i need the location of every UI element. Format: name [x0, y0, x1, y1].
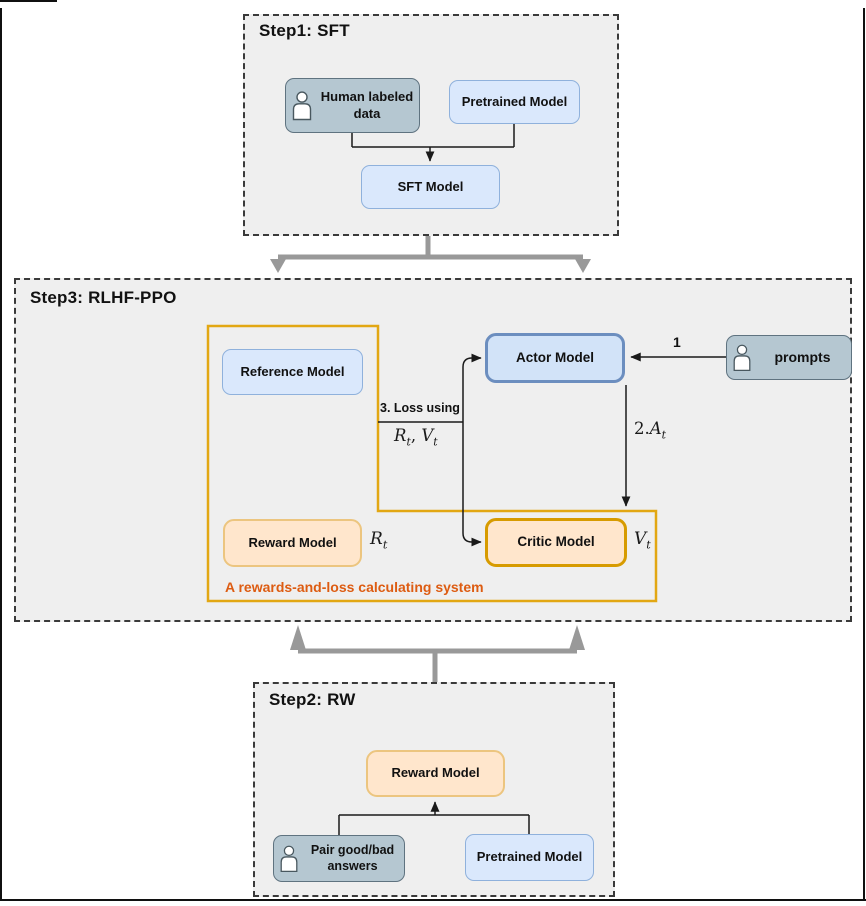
step2-to-step3-arrowhead-left	[290, 625, 306, 650]
node-pretrained-model-step1: Pretrained Model	[449, 80, 580, 124]
node-human-labeled-data: Human labeled data	[285, 78, 420, 133]
frame-top-left-tick	[0, 0, 57, 2]
rt-label: Rt	[370, 529, 388, 552]
step2-title: Step2: RW	[269, 690, 356, 709]
node-label: Human labeled data	[320, 89, 414, 121]
step1-to-step3-arrows	[278, 236, 583, 260]
node-label: Pretrained Model	[476, 849, 583, 865]
node-sft-model: SFT Model	[361, 165, 500, 209]
node-label: Pair good/bad answers	[310, 842, 395, 873]
node-label: prompts	[774, 348, 831, 365]
node-label: Critic Model	[517, 534, 595, 550]
node-critic-model: Critic Model	[485, 518, 627, 567]
step2-to-step3-arrowhead-right	[569, 625, 585, 650]
person-icon	[731, 343, 753, 372]
node-prompts: prompts	[726, 335, 852, 380]
loss-using-label: 3. Loss using	[380, 401, 460, 415]
step3-panel	[14, 278, 852, 622]
rt-vt-label: Rt, Vt	[394, 426, 438, 449]
node-reference-model: Reference Model	[222, 349, 363, 395]
node-pretrained-model-step2: Pretrained Model	[465, 834, 594, 881]
node-actor-model: Actor Model	[485, 333, 625, 383]
frame-right-border	[863, 8, 865, 901]
node-reward-model-step2: Reward Model	[366, 750, 505, 797]
node-label: Pretrained Model	[461, 93, 568, 109]
node-label: Reference Model	[240, 363, 345, 379]
frame-left-border	[0, 8, 2, 901]
node-label: Reward Model	[248, 534, 337, 550]
node-label: SFT Model	[397, 178, 464, 194]
advantage-label: 2.At	[634, 419, 667, 442]
frame-bottom-border	[0, 899, 866, 901]
vt-label: Vt	[634, 529, 651, 552]
node-pair-answers: Pair good/bad answers	[273, 835, 405, 882]
step1-title: Step1: SFT	[259, 21, 350, 40]
rewards-loss-caption: A rewards-and-loss calculating system	[225, 579, 484, 595]
step2-to-step3-arrows	[298, 648, 577, 682]
step3-title: Step3: RLHF-PPO	[30, 288, 177, 307]
step1-to-step3-arrowhead-right	[575, 259, 591, 273]
person-icon	[278, 844, 300, 873]
arrow1-label: 1	[673, 334, 681, 350]
node-label: Actor Model	[515, 349, 594, 365]
person-icon	[290, 90, 314, 121]
step1-to-step3-arrowhead-left	[270, 259, 286, 273]
node-label: Reward Model	[391, 765, 480, 781]
node-reward-model-step3: Reward Model	[223, 519, 362, 567]
